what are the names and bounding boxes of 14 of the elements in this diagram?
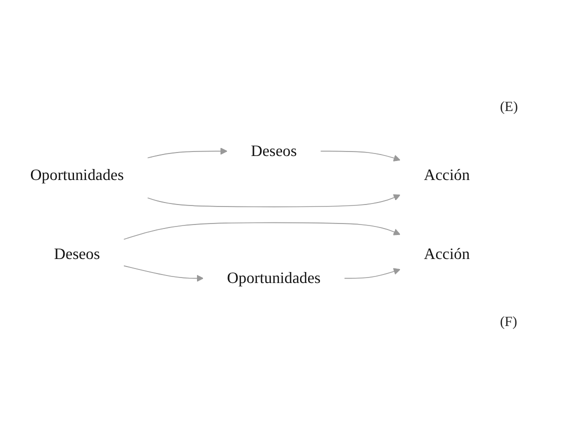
arrow — [147, 194, 400, 208]
node-text: Oportunidades — [227, 270, 321, 288]
node-text: Deseos — [250, 142, 297, 160]
node-text: Acción — [424, 166, 470, 184]
node-text: Acción — [424, 246, 470, 264]
arrow — [147, 148, 228, 159]
node-text: Oportunidades — [30, 166, 124, 184]
arrow — [320, 151, 400, 162]
node-text: Deseos — [54, 246, 100, 264]
arrow — [123, 266, 204, 282]
figure-tag: (F) — [500, 314, 585, 330]
arrow — [344, 268, 400, 279]
arrow — [123, 222, 400, 240]
figure-tag: (E) — [500, 100, 585, 116]
